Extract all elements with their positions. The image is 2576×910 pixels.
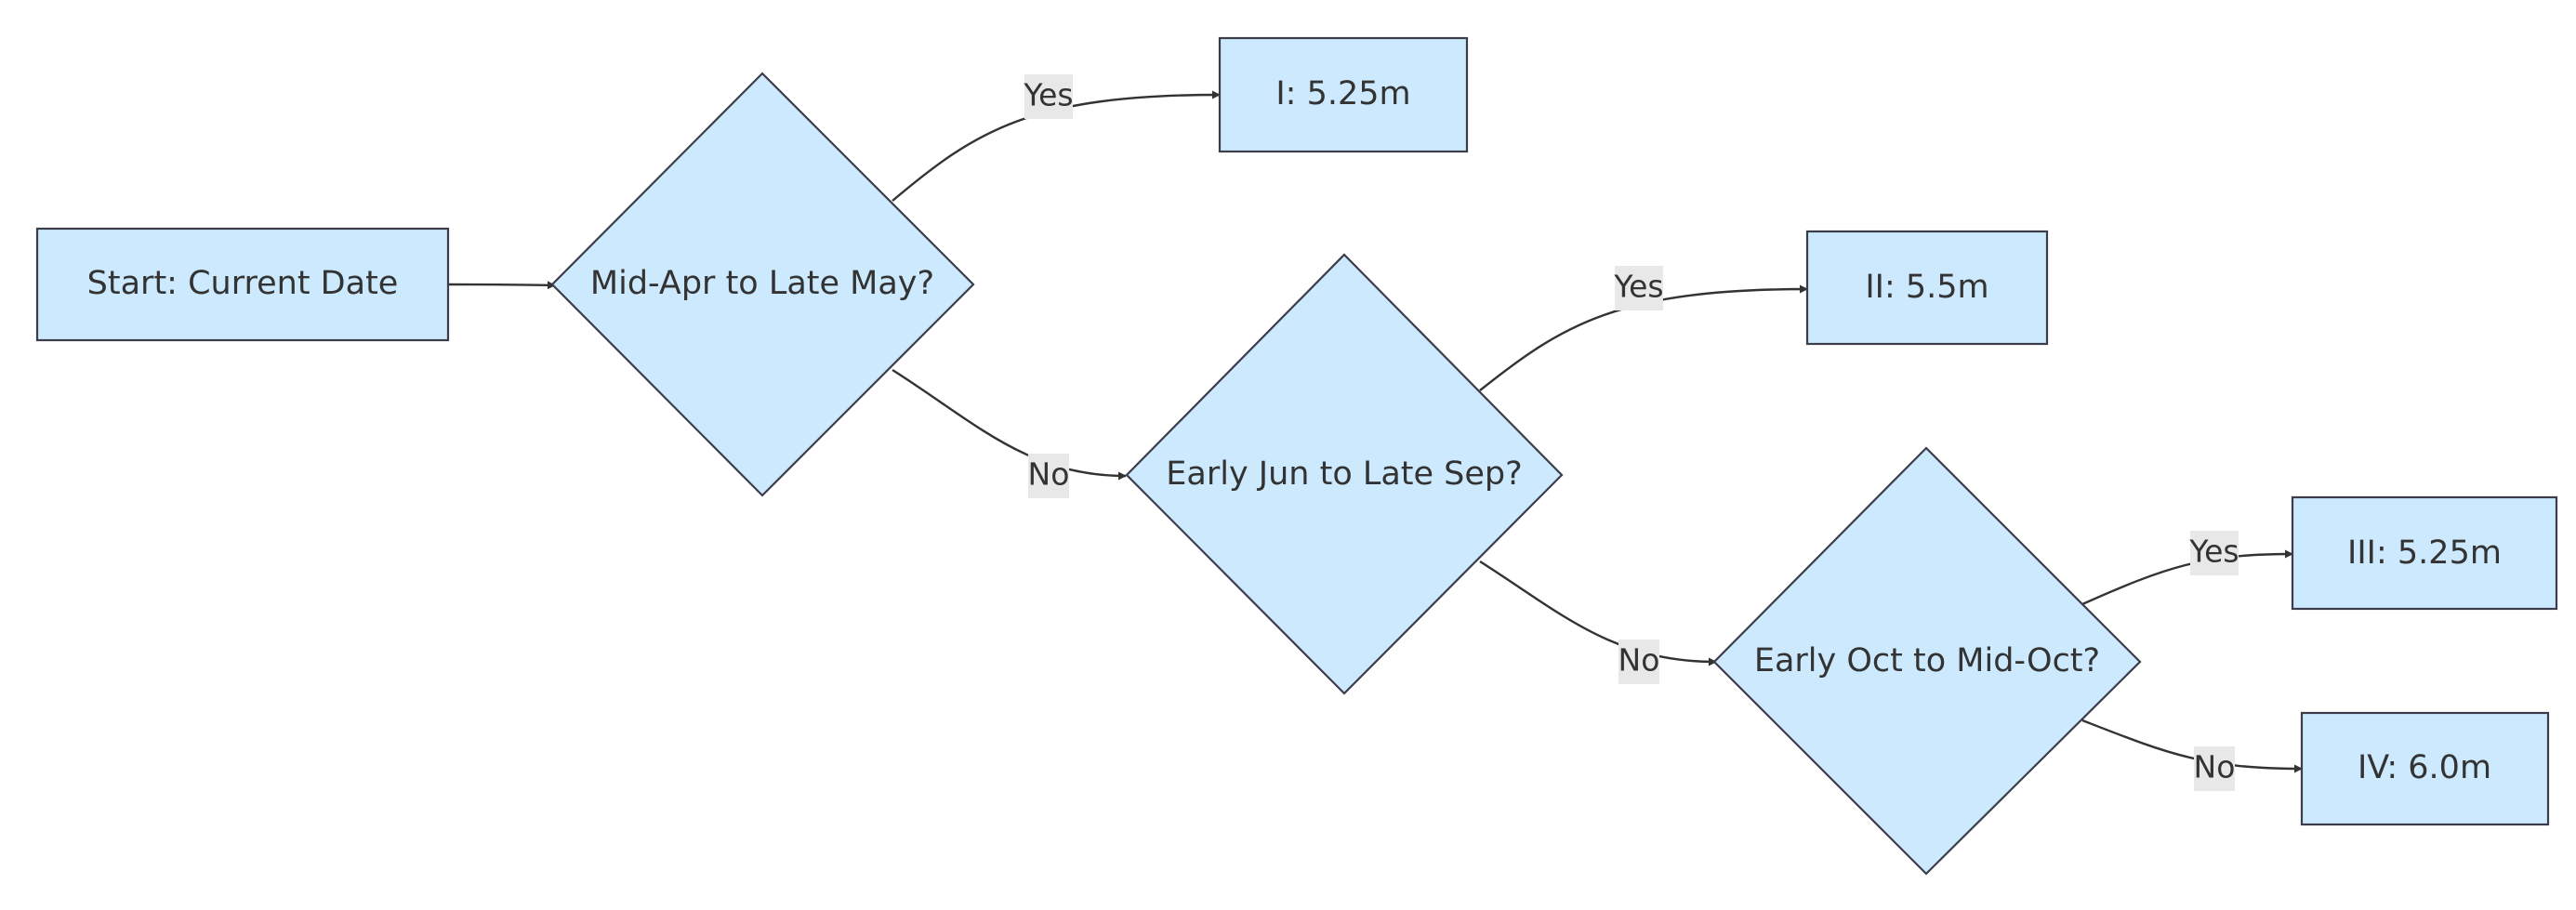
edge-label-q2-yes: Yes [1613, 269, 1663, 305]
node-result-1-box [1218, 36, 1469, 153]
node-q2[interactable]: Early Jun to Late Sep? [1125, 253, 1564, 695]
node-q3[interactable]: Early Oct to Mid-Oct? [1712, 446, 2142, 876]
edge-label-q1-no: No [1028, 456, 1070, 493]
node-result-2-label: II: 5.5m [1865, 269, 1988, 306]
edge-label-bg [2194, 746, 2235, 791]
edge-label-q3-no: No [2194, 749, 2236, 785]
node-result-4-label: IV: 6.0m [2358, 749, 2491, 786]
node-q2-diamond [1125, 253, 1564, 695]
node-result-1[interactable]: I: 5.25m [1218, 36, 1469, 153]
edge-q3-no: No [2081, 719, 2303, 791]
node-result-2-box [1805, 230, 2049, 346]
node-result-4[interactable]: IV: 6.0m [2300, 711, 2550, 826]
edge-label-q2-no: No [1618, 642, 1660, 679]
node-result-4-box [2300, 711, 2550, 826]
node-start[interactable]: Start: Current Date [35, 227, 450, 342]
node-q3-diamond [1712, 446, 2142, 876]
edge-label-bg [1618, 640, 1659, 684]
edge-label-bg [1028, 454, 1069, 498]
node-result-3-label: III: 5.25m [2347, 534, 2502, 572]
node-result-1-label: I: 5.25m [1275, 75, 1410, 112]
node-q1[interactable]: Mid-Apr to Late May? [550, 72, 975, 497]
node-result-3-box [2291, 495, 2558, 611]
node-q1-label: Mid-Apr to Late May? [590, 265, 934, 302]
node-result-3[interactable]: III: 5.25m [2291, 495, 2558, 611]
node-q1-diamond [550, 72, 975, 497]
edge-label-q3-yes: Yes [2188, 534, 2239, 570]
edge-q3-yes: Yes [2081, 531, 2293, 606]
edge-q2-yes: Yes [1479, 266, 1808, 391]
edge-q2-no: No [1479, 560, 1717, 684]
edge-q1-yes: Yes [892, 74, 1221, 202]
node-start-box [35, 227, 450, 342]
edge-label-bg [2190, 531, 2239, 575]
node-q2-label: Early Jun to Late Sep? [1166, 455, 1522, 493]
edge-start-to-q1 [447, 281, 556, 290]
edge-label-q1-yes: Yes [1023, 77, 1073, 113]
edge-label-bg [1024, 74, 1073, 119]
node-start-label: Start: Current Date [87, 265, 399, 302]
edge-label-bg [1615, 266, 1663, 310]
edge-q1-no: No [892, 368, 1127, 498]
node-q3-label: Early Oct to Mid-Oct? [1754, 642, 2100, 679]
node-result-2[interactable]: II: 5.5m [1805, 230, 2049, 346]
